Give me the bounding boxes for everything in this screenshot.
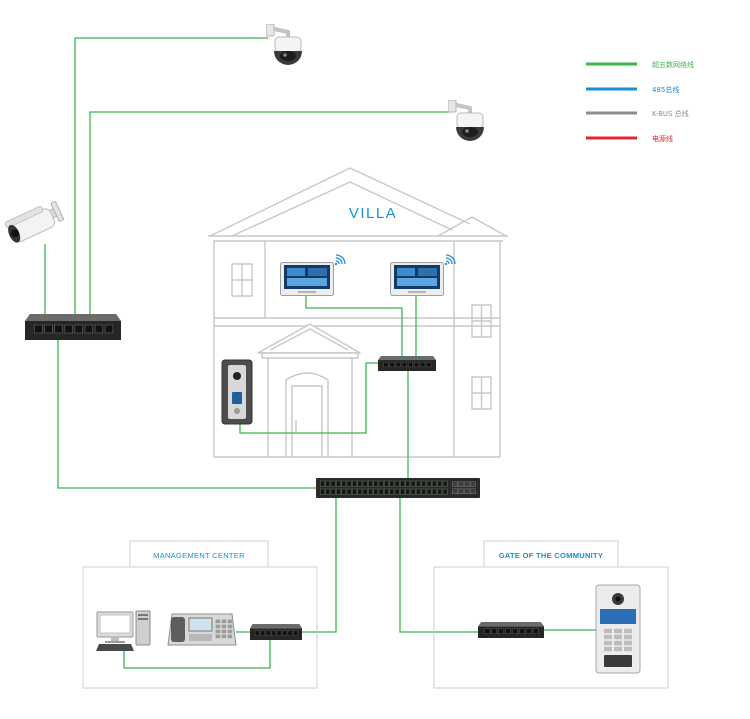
wifi-icon (334, 254, 346, 266)
legend-item: K-BUS 总线 (586, 109, 689, 118)
network-switch-icon (25, 314, 121, 340)
house-walls (213, 241, 501, 458)
network-cable (305, 296, 403, 356)
network-cable (123, 640, 271, 669)
network-cable (57, 340, 316, 489)
dome-camera-icon (448, 100, 486, 143)
porch (257, 323, 361, 457)
legend: 超五数网络线 485总线 K-BUS 总线 电源线 (586, 60, 694, 143)
bullet-camera-icon (4, 201, 64, 243)
window (231, 263, 253, 297)
indoor-monitor-icon (280, 262, 334, 296)
front-door (285, 372, 329, 457)
network-cable (74, 37, 268, 316)
network-cable (239, 362, 378, 434)
gate-community-title: GATE OF THE COMMUNITY (499, 551, 604, 560)
network-cable (399, 498, 478, 633)
network-cable (89, 111, 450, 316)
gate-station-icon (595, 584, 641, 674)
indoor-monitor-icon (390, 262, 444, 296)
management-center-box: MANAGEMENT CENTER (82, 540, 318, 689)
legend-item: 超五数网络线 (586, 60, 694, 69)
legend-label: 超五数网络线 (652, 60, 694, 69)
gate-community-title-tab (483, 540, 619, 568)
window (471, 304, 492, 338)
legend-item: 485总线 (586, 85, 679, 94)
management-center-title-tab (129, 540, 269, 568)
legend-item: 电源线 (586, 134, 673, 143)
dome-camera-icon (266, 24, 304, 67)
villa-title: VILLA (349, 205, 397, 222)
roof-right-gable (437, 216, 507, 237)
network-switch-icon (378, 356, 436, 371)
management-console-icon (167, 613, 237, 646)
floor-band (214, 317, 500, 327)
roof-fascia (208, 235, 508, 242)
computer-icon (96, 610, 151, 651)
legend-label: 电源线 (652, 134, 673, 143)
gate-community-box: GATE OF THE COMMUNITY (433, 540, 669, 689)
network-switch-icon (250, 624, 302, 640)
roof-inner (231, 181, 453, 237)
window (471, 376, 492, 410)
network-switch-icon (478, 622, 544, 638)
legend-label: 485总线 (652, 85, 679, 94)
roof-outer (209, 167, 471, 237)
legend-label: K-BUS 总线 (652, 109, 689, 118)
villa-door-station-icon (221, 359, 253, 425)
villa-house-outline (208, 167, 508, 458)
management-center-title: MANAGEMENT CENTER (153, 551, 245, 560)
network-cable (302, 498, 337, 633)
core-switch-icon (316, 478, 480, 498)
network-wiring (44, 37, 596, 669)
